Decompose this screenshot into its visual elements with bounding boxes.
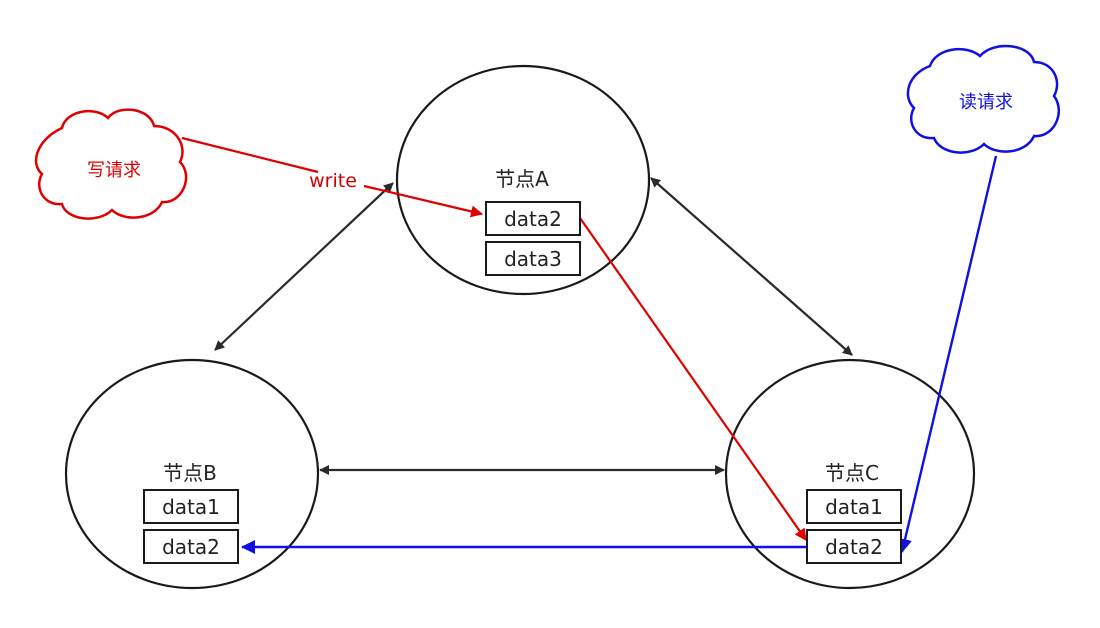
node-b-circle	[64, 358, 320, 590]
write-edge-label: write	[309, 170, 357, 192]
node-b-data-box-1	[143, 489, 239, 524]
node-c-data-box-1	[806, 489, 902, 524]
node-b-title: 节点B	[163, 461, 217, 485]
write-request-label: 写请求	[87, 160, 141, 181]
node-c-data-label-1: data1	[825, 495, 883, 519]
node-a-data-box-2	[485, 241, 581, 276]
read-cloud-shape	[906, 44, 1060, 154]
node-a-circle	[395, 64, 651, 296]
node-a-title: 节点A	[495, 167, 549, 191]
node-c-title: 节点C	[825, 461, 879, 485]
node-a-data-label-2: data3	[504, 247, 562, 271]
node-c-data-box-2	[806, 529, 902, 564]
node-b-data-label-1: data1	[162, 495, 220, 519]
node-a-data-label-1: data2	[504, 207, 562, 231]
replicate-a-to-c-line	[579, 217, 807, 541]
write-cloud-shape	[34, 108, 188, 220]
node-b-data-label-2: data2	[162, 535, 220, 559]
node-b-data-box-2	[143, 529, 239, 564]
node-a-data-box-1	[485, 201, 581, 236]
read-request-label: 读请求	[959, 92, 1013, 113]
node-c-data-label-2: data2	[825, 535, 883, 559]
link-a-b	[214, 182, 394, 351]
write-request-line	[181, 136, 482, 214]
node-c-circle	[724, 358, 976, 590]
read-request-line	[898, 155, 998, 553]
link-a-c	[650, 177, 853, 356]
write-request-cloud: 写请求	[34, 108, 188, 220]
read-request-cloud: 读请求	[906, 44, 1060, 154]
